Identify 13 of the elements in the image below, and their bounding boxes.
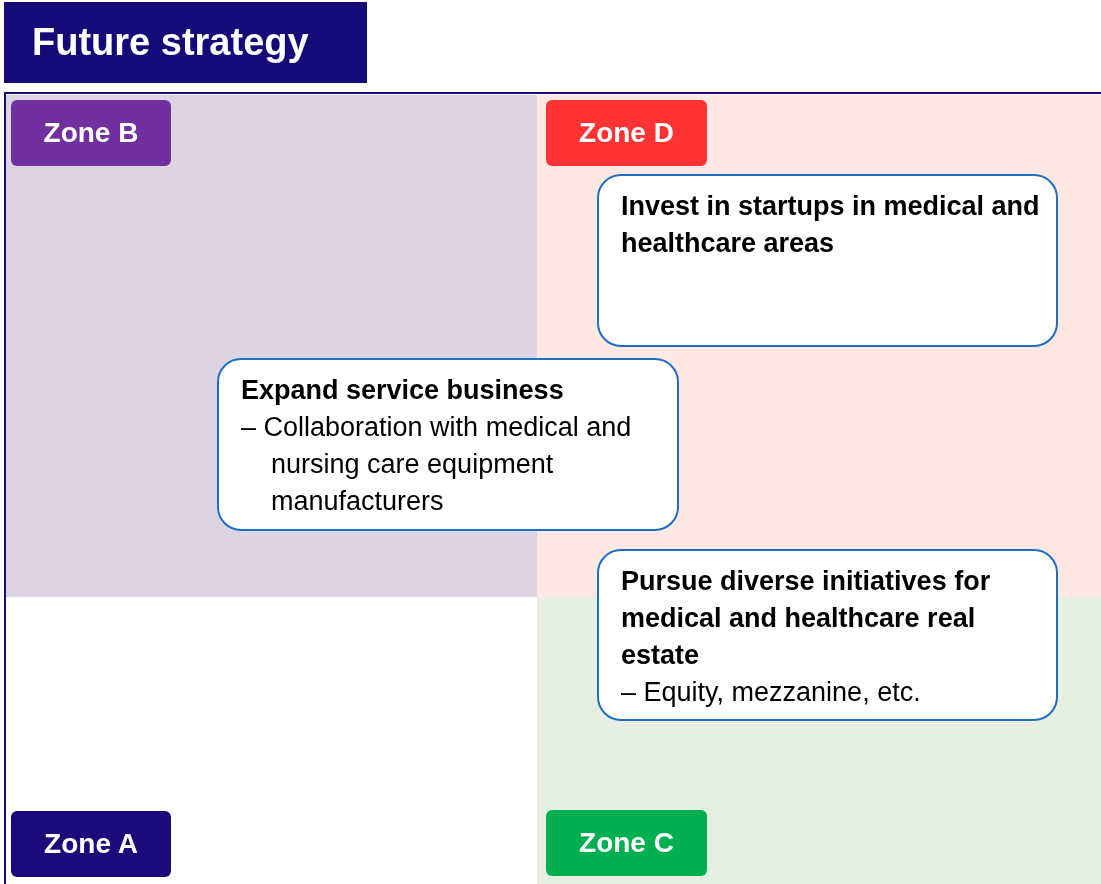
card-heading: Pursue diverse initiatives for medical and healthcare real estate xyxy=(621,565,992,672)
card-bullet: – Equity, mezzanine, etc. xyxy=(621,676,922,709)
card-heading: Invest in startups in medical and healthcare areas xyxy=(621,190,1041,260)
strategy-card xyxy=(217,358,679,531)
title: Future strategy xyxy=(4,2,367,83)
card-bullet: – Collaboration with medical and nursing care equipment manufacturers xyxy=(241,411,633,518)
strategy-card xyxy=(597,174,1058,347)
zone-label: Zone B xyxy=(11,100,171,166)
card-heading: Expand service business xyxy=(241,374,565,407)
zone-label: Zone A xyxy=(11,811,171,877)
zone-label: Zone C xyxy=(546,810,707,876)
strategy-card xyxy=(597,549,1058,721)
zone-label: Zone D xyxy=(546,100,707,166)
